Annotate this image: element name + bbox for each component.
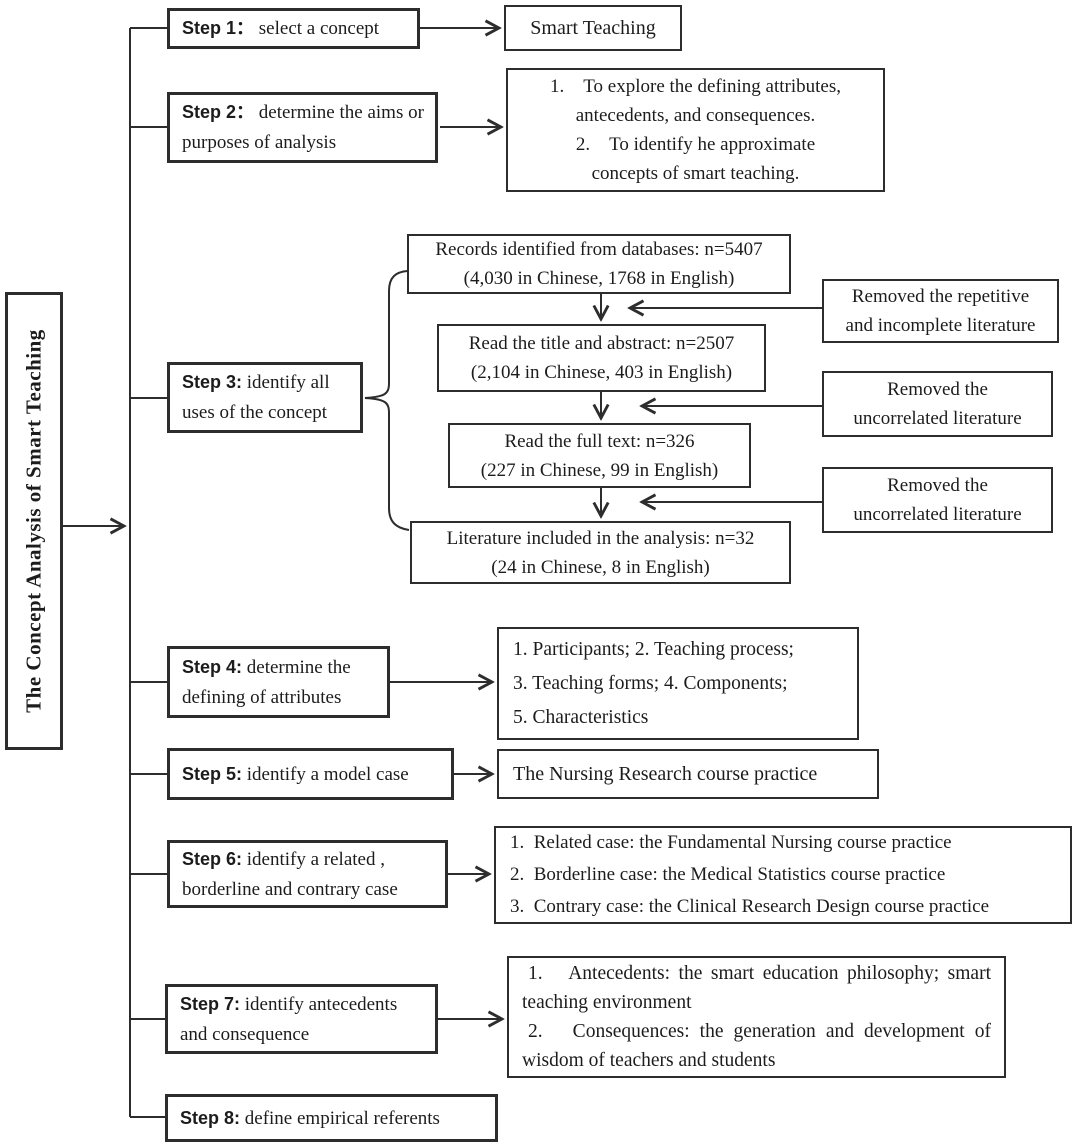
step3-brace: [364, 270, 410, 531]
step8-label: define empirical referents: [244, 1107, 440, 1129]
case-line-1: 1. Related case: the Fundamental Nursing…: [510, 832, 952, 853]
aims-line-4: concepts of smart teaching.: [591, 163, 800, 184]
step8-box: Step 8: define empirical referents: [165, 1094, 498, 1142]
step6-prefix: Step 6:: [182, 848, 243, 869]
step2-label: determine the aims or purposes of analys…: [182, 102, 424, 153]
step1-label: select a concept: [258, 18, 380, 39]
step7-box: Step 7: identify antecedents and consequ…: [165, 984, 438, 1054]
step2-box: Step 2： determine the aims or purposes o…: [167, 92, 438, 163]
removal1-line1: Removed the repetitive: [851, 286, 1030, 307]
step4-result-box: 1. Participants; 2. Teaching process; 3.…: [497, 627, 859, 740]
step1-prefix: Step 1：: [182, 18, 255, 38]
removal3-box: Removed the uncorrelated literature: [822, 467, 1053, 533]
removal2-line2: uncorrelated literature: [853, 408, 1022, 429]
screening-stage4-box: Literature included in the analysis: n=3…: [410, 521, 791, 584]
step7-prefix: Step 7:: [180, 993, 241, 1014]
step7-result-box: 1. Antecedents: the smart education phil…: [507, 956, 1006, 1078]
step8-prefix: Step 8:: [180, 1107, 241, 1128]
case-line-2: 2. Borderline case: the Medical Statisti…: [510, 864, 946, 885]
step1-result-text: Smart Teaching: [530, 16, 656, 39]
step2-result-box: 1. To explore the defining attributes, a…: [506, 68, 885, 192]
stage1-line2: (4,030 in Chinese, 1768 in English): [463, 268, 735, 289]
root-label: The Concept Analysis of Smart Teaching: [21, 329, 46, 713]
step5-label: identify a model case: [246, 763, 409, 785]
stage2-line2: (2,104 in Chinese, 403 in English): [470, 362, 733, 383]
attributes-line-1: 1. Participants; 2. Teaching process;: [513, 638, 794, 660]
step5-prefix: Step 5:: [182, 763, 243, 784]
step7-label: identify antecedents and consequence: [180, 993, 398, 1045]
step6-result-box: 1. Related case: the Fundamental Nursing…: [494, 826, 1072, 924]
step1-result-box: Smart Teaching: [504, 5, 682, 51]
stage3-line1: Read the full text: n=326: [504, 430, 695, 452]
stage1-line1: Records identified from databases: n=540…: [435, 239, 763, 260]
root-box: The Concept Analysis of Smart Teaching: [5, 292, 63, 750]
step5-box: Step 5: identify a model case: [167, 748, 454, 800]
step6-label: identify a related , borderline and cont…: [182, 848, 398, 900]
screening-stage1-box: Records identified from databases: n=540…: [407, 234, 791, 294]
step4-box: Step 4: determine the defining of attrib…: [167, 646, 390, 718]
attributes-line-3: 5. Characteristics: [513, 706, 649, 728]
step2-prefix: Step 2：: [182, 102, 255, 122]
removal3-line2: uncorrelated literature: [853, 504, 1022, 525]
step4-label: determine the defining of attributes: [182, 656, 351, 708]
step1-box: Step 1： select a concept: [167, 8, 420, 49]
step3-prefix: Step 3:: [182, 372, 243, 392]
step6-box: Step 6: identify a related , borderline …: [167, 840, 448, 908]
step3-label: identify all uses of the concept: [182, 372, 330, 423]
case-line-3: 3. Contrary case: the Clinical Research …: [510, 896, 990, 917]
stage4-line1: Literature included in the analysis: n=3…: [446, 527, 755, 549]
stage3-line2: (227 in Chinese, 99 in English): [480, 459, 719, 481]
aims-line-3: 2. To identify he approximate: [575, 134, 816, 155]
aims-line-1: 1. To explore the defining attributes,: [550, 76, 841, 97]
screening-stage3-box: Read the full text: n=326 (227 in Chines…: [448, 423, 751, 488]
removal2-line1: Removed the: [887, 379, 988, 400]
consequences-item: 2. Consequences: the generation and deve…: [522, 1021, 991, 1071]
removal1-box: Removed the repetitive and incomplete li…: [822, 279, 1059, 343]
step4-prefix: Step 4:: [182, 656, 243, 677]
attributes-line-2: 3. Teaching forms; 4. Components;: [513, 672, 788, 694]
stage2-line1: Read the title and abstract: n=2507: [468, 333, 735, 354]
screening-stage2-box: Read the title and abstract: n=2507 (2,1…: [437, 324, 766, 392]
removal2-box: Removed the uncorrelated literature: [822, 371, 1053, 437]
removal1-line2: and incomplete literature: [845, 315, 1036, 336]
stage4-line2: (24 in Chinese, 8 in English): [491, 556, 710, 578]
aims-line-2: antecedents, and consequences.: [575, 105, 816, 126]
step3-box: Step 3: identify all uses of the concept: [167, 362, 363, 433]
step5-result-box: The Nursing Research course practice: [497, 749, 879, 799]
removal3-line1: Removed the: [887, 475, 988, 496]
model-case-text: The Nursing Research course practice: [513, 762, 818, 785]
antecedents-item: 1. Antecedents: the smart education phil…: [522, 963, 991, 1013]
